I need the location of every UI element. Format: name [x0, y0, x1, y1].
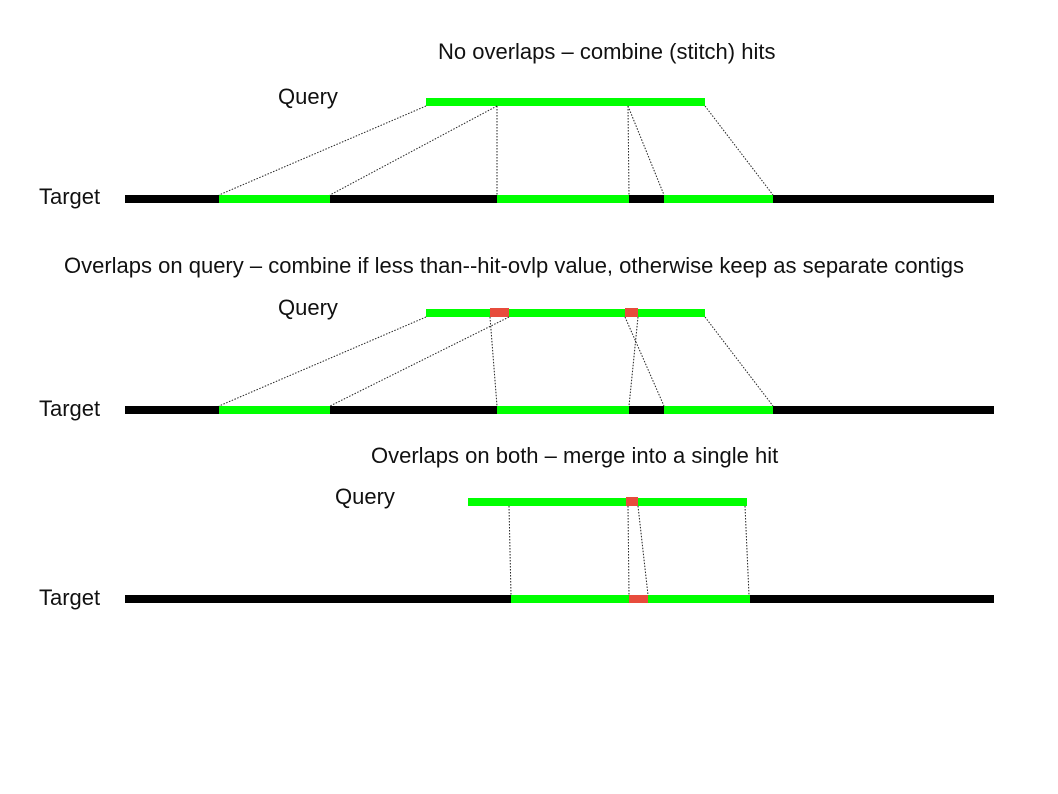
- panel-2-query-label: Query: [278, 295, 338, 320]
- panel-1-target-label: Target: [39, 184, 101, 209]
- panel-1-query-bar: [426, 98, 705, 106]
- panel-2-query-bar: [426, 309, 705, 317]
- panel-3-target-label: Target: [39, 585, 101, 610]
- panel-3-target-overlap: [629, 595, 648, 603]
- panel-3-connector: [744, 505, 750, 596]
- panel-2-connector: [489, 316, 498, 407]
- panel-3-query-label: Query: [335, 484, 395, 509]
- panel-1-connector: [329, 105, 498, 196]
- panel-3-query-overlap: [626, 497, 638, 506]
- panel-2-target-hit-1: [219, 406, 330, 414]
- panel-1-target-hit-1: [219, 195, 330, 203]
- panel-2-connector: [704, 316, 774, 407]
- panel-2-connector: [628, 316, 639, 407]
- panel-1-connector: [704, 105, 774, 196]
- panel-3-title: Overlaps on both – merge into a single h…: [371, 443, 779, 468]
- panel-1-query-label: Query: [278, 84, 338, 109]
- panel-2-target-label: Target: [39, 396, 101, 421]
- panel-2-query-overlap-1: [490, 308, 509, 317]
- panel-2-connector: [218, 316, 427, 407]
- panel-1-graphics: [125, 98, 994, 203]
- panel-1-target-hit-3: [664, 195, 773, 203]
- panel-1-target-hit-2: [497, 195, 629, 203]
- panel-2-graphics: [125, 308, 994, 414]
- panel-2-connector: [624, 316, 665, 407]
- panel-1-connector: [218, 105, 427, 196]
- panel-1-title: No overlaps – combine (stitch) hits: [438, 39, 776, 64]
- panel-3-connector: [508, 505, 512, 596]
- panel-3-connector: [627, 505, 630, 596]
- panel-2-query-overlap-2: [625, 308, 638, 317]
- panel-2-title: Overlaps on query – combine if less than…: [64, 253, 965, 278]
- panel-3-query-bar: [468, 498, 747, 506]
- panel-3-graphics: [125, 497, 994, 603]
- panel-1-connector: [627, 105, 665, 196]
- panel-2-target-hit-3: [664, 406, 773, 414]
- panel-2-connector: [329, 316, 510, 407]
- panel-2-target-hit-2: [497, 406, 629, 414]
- panel-3-connector: [637, 505, 649, 596]
- panel-1-connector: [627, 105, 630, 196]
